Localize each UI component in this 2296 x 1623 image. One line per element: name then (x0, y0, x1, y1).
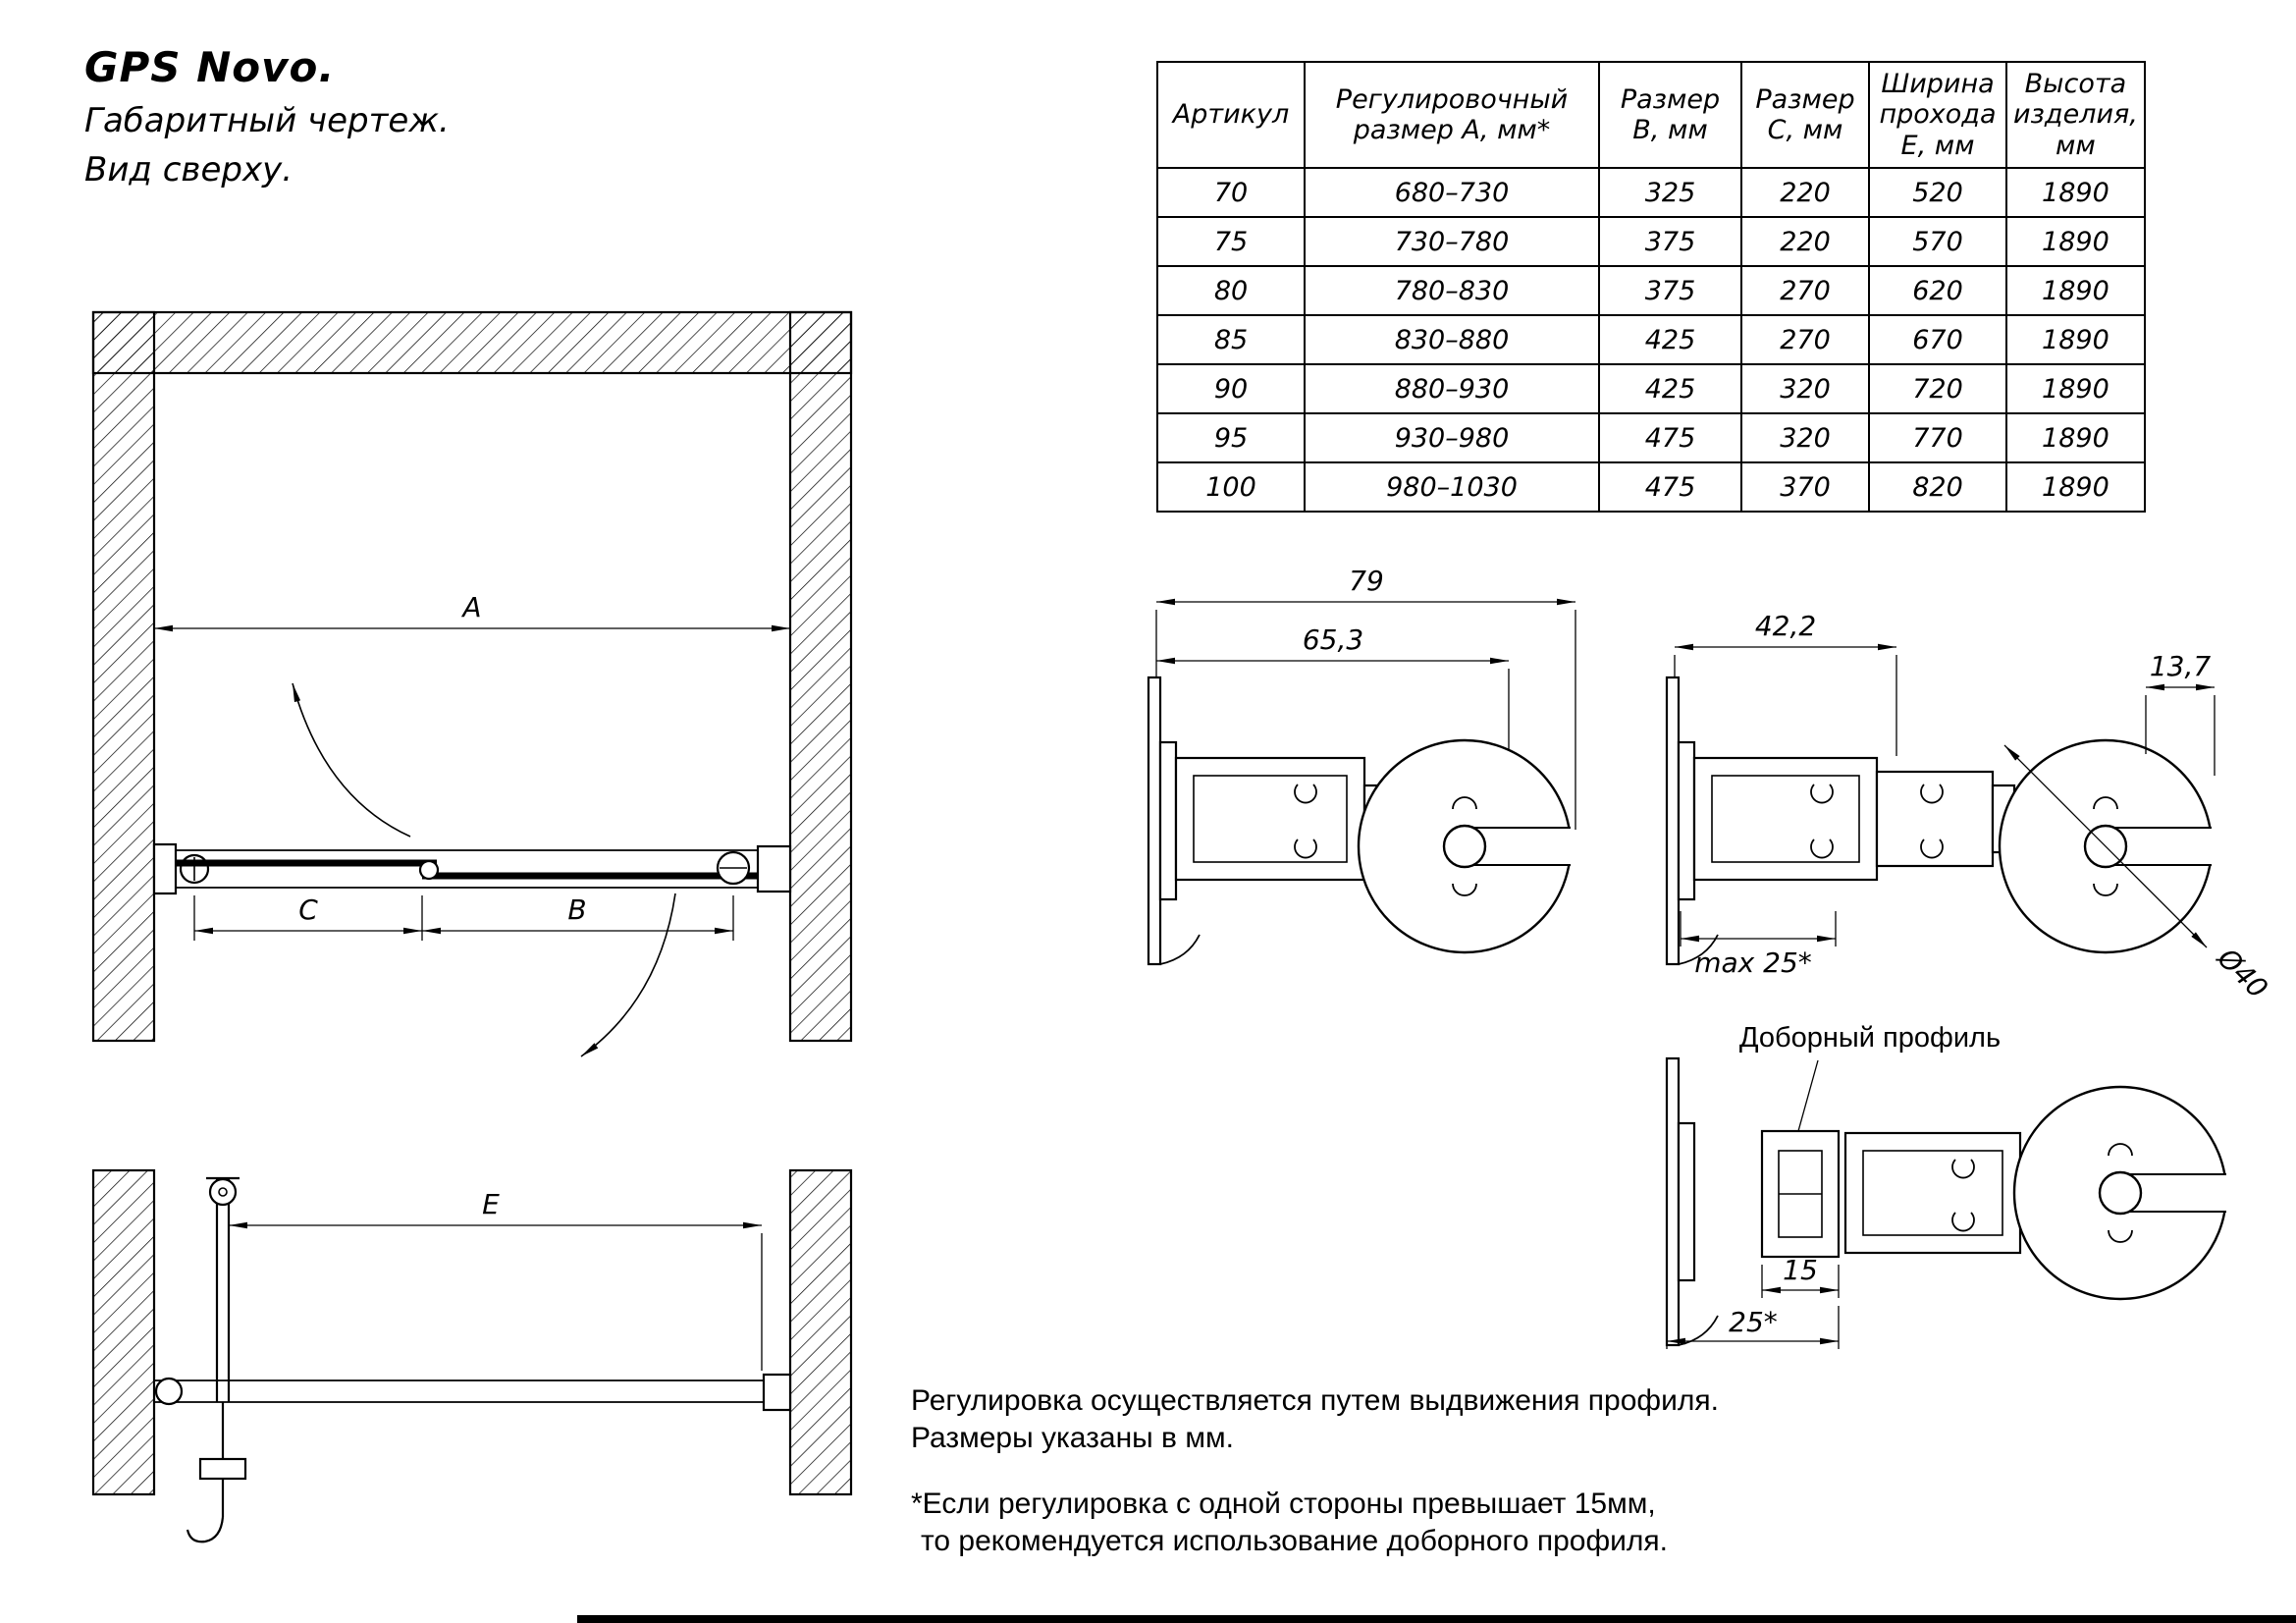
table-cell: 980–1030 (1304, 461, 1600, 513)
table-cell: 425 (1598, 363, 1742, 414)
dim-max25-label: max 25* (1694, 947, 1812, 979)
drawing-type: Габаритный чертеж. (84, 101, 450, 140)
table-cell: 90 (1156, 363, 1306, 414)
product-name: GPS Novo. (84, 43, 336, 91)
table-cell: 930–980 (1304, 412, 1600, 463)
table-cell: 100 (1156, 461, 1306, 513)
table-cell: 270 (1740, 314, 1870, 365)
note-line: Размеры указаны в мм. (911, 1422, 1234, 1455)
column-header: Артикул (1156, 61, 1306, 169)
table-cell: 95 (1156, 412, 1306, 463)
roller-wheel (1357, 738, 1576, 954)
table-cell: 270 (1740, 265, 1870, 316)
footnote-line: то рекомендуется использование доборного… (921, 1525, 1668, 1558)
dim-25-label: 25* (1729, 1306, 1778, 1338)
dimension-A: A (154, 591, 790, 632)
table-cell: 220 (1740, 216, 1870, 267)
view-label: Вид сверху. (84, 150, 294, 189)
table-cell: 770 (1868, 412, 2007, 463)
door-assembly-plan (152, 842, 792, 895)
footnote-line: *Если регулировка с одной стороны превыш… (911, 1487, 1656, 1520)
table-cell: 830–880 (1304, 314, 1600, 365)
column-header: Высота изделия, мм (2005, 61, 2146, 169)
side-view-walls (91, 1168, 853, 1496)
profile-section-3: Доборный профиль 15 25* (1665, 1022, 2232, 1349)
title-block: GPS Novo. Габаритный чертеж. Вид сверху. (84, 43, 450, 189)
dimension-C: C (193, 893, 423, 941)
spec-table: Артикул Регулировочный размер А, мм* Раз… (1156, 61, 2146, 513)
table-cell: 1890 (2005, 412, 2146, 463)
table-cell: 570 (1868, 216, 2007, 267)
table-cell: 820 (1868, 461, 2007, 513)
table-cell: 375 (1598, 216, 1742, 267)
profile-section-2: 42,2 13,7 Ø40 max 25* (1665, 610, 2274, 1005)
table-cell: 1890 (2005, 363, 2146, 414)
dim-b-label: B (567, 893, 586, 926)
table-cell: 1890 (2005, 461, 2146, 513)
dimension-E: E (229, 1188, 763, 1371)
table-cell: 80 (1156, 265, 1306, 316)
table-cell: 475 (1598, 461, 1742, 513)
table-cell: 720 (1868, 363, 2007, 414)
top-view-walls (91, 310, 853, 1043)
column-header: Ширина прохода Е, мм (1868, 61, 2007, 169)
table-cell: 370 (1740, 461, 1870, 513)
table-cell: 425 (1598, 314, 1742, 365)
door-swing-arrow-upper (292, 682, 411, 838)
dim-42-label: 42,2 (1755, 610, 1816, 642)
roller-wheel (2012, 1085, 2232, 1301)
spec-table-head: Артикул Регулировочный размер А, мм* Раз… (1156, 61, 2146, 169)
table-cell: 85 (1156, 314, 1306, 365)
dim-c-label: C (298, 893, 318, 926)
table-cell: 1890 (2005, 167, 2146, 218)
table-cell: 320 (1740, 363, 1870, 414)
table-cell: 880–930 (1304, 363, 1600, 414)
table-cell: 1890 (2005, 314, 2146, 365)
table-cell: 1890 (2005, 216, 2146, 267)
table-cell: 780–830 (1304, 265, 1600, 316)
note-line: Регулировка осуществляется путем выдвиже… (911, 1384, 1719, 1417)
dim-13-label: 13,7 (2150, 650, 2212, 682)
table-cell: 75 (1156, 216, 1306, 267)
column-header: Размер В, мм (1598, 61, 1742, 169)
door-assembly-side (154, 1176, 792, 1543)
dim-e-label: E (482, 1188, 500, 1220)
table-cell: 375 (1598, 265, 1742, 316)
table-cell: 1890 (2005, 265, 2146, 316)
column-header: Размер С, мм (1740, 61, 1870, 169)
table-cell: 680–730 (1304, 167, 1600, 218)
dim-65-label: 65,3 (1303, 623, 1363, 656)
table-cell: 520 (1868, 167, 2007, 218)
wall-profile (1665, 1056, 1720, 1347)
table-cell: 620 (1868, 265, 2007, 316)
dim-diameter-label: Ø40 (2211, 942, 2274, 1005)
dimension-B: B (422, 893, 734, 941)
dim-a-label: A (460, 591, 481, 623)
table-cell: 730–780 (1304, 216, 1600, 267)
table-cell: 220 (1740, 167, 1870, 218)
profile-section-1: 79 65,3 (1147, 565, 1576, 966)
addon-profile-callout: Доборный профиль (1739, 1022, 2001, 1054)
door-swing-arrow-lower (580, 893, 676, 1057)
table-cell: 70 (1156, 167, 1306, 218)
dim-79-label: 79 (1349, 565, 1384, 597)
dim-15-label: 15 (1783, 1254, 1818, 1286)
notes-block: Регулировка осуществляется путем выдвиже… (911, 1382, 1719, 1561)
table-cell: 320 (1740, 412, 1870, 463)
table-cell: 670 (1868, 314, 2007, 365)
bottom-border (577, 1615, 2296, 1623)
column-header: Регулировочный размер А, мм* (1304, 61, 1600, 169)
table-cell: 475 (1598, 412, 1742, 463)
table-cell: 325 (1598, 167, 1742, 218)
